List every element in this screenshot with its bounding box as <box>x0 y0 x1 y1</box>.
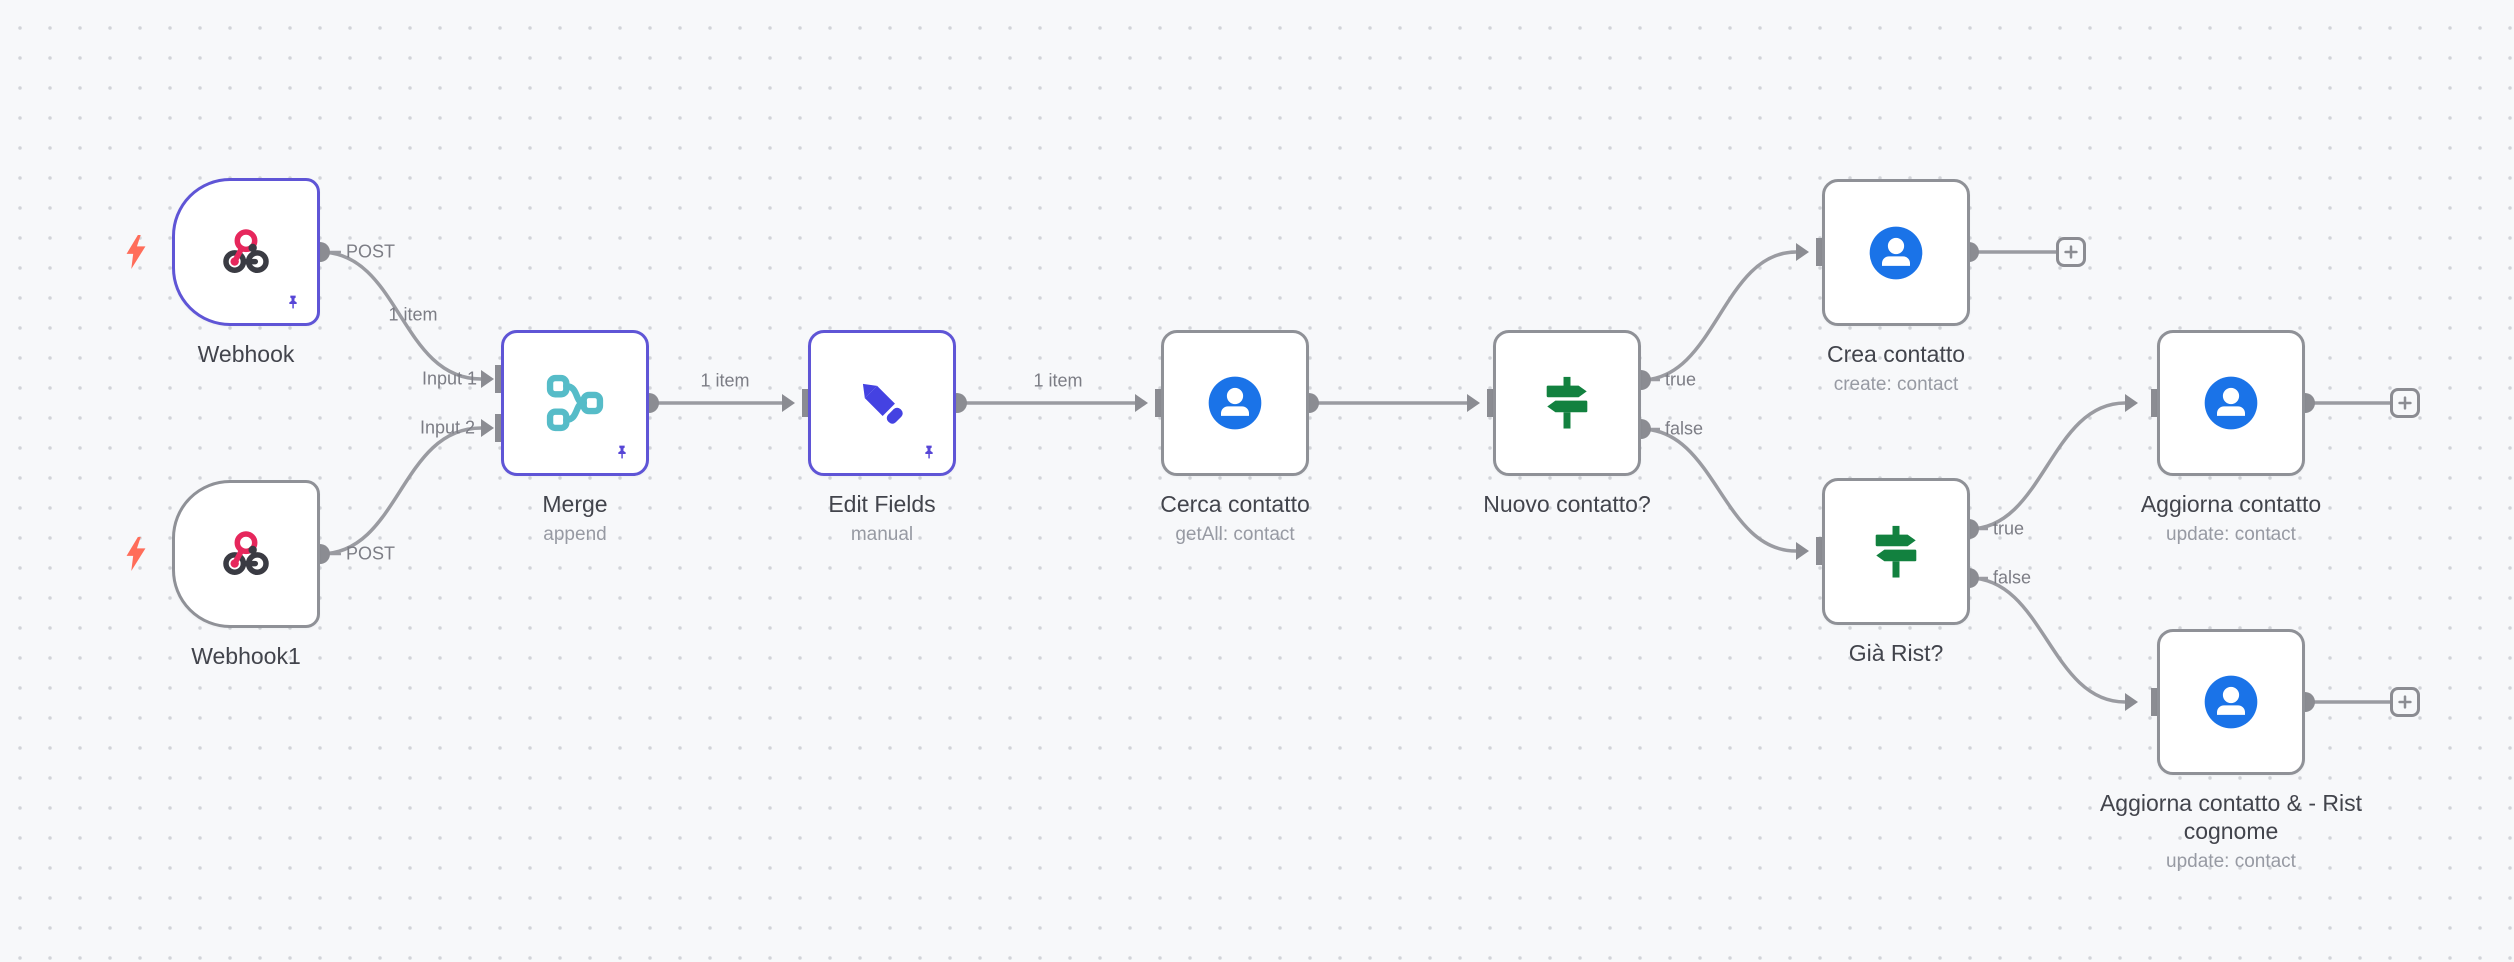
node-aggiorna-contatto[interactable] <box>2157 330 2305 476</box>
node-subtitle-aggiorna: update: contact <box>2166 524 2296 545</box>
node-title-aggiorna: Aggiorna contatto <box>2140 491 2322 517</box>
plus-icon <box>2398 695 2412 709</box>
connection-items-label: 1 item <box>388 304 438 325</box>
plus-icon <box>2064 245 2078 259</box>
node-title-edit-fields: Edit Fields <box>828 491 936 517</box>
output-label-true: true <box>1993 518 2025 539</box>
node-cerca-contatto[interactable] <box>1161 330 1309 476</box>
output-label-false: false <box>1993 567 2032 588</box>
node-gia-rist[interactable] <box>1822 478 1970 625</box>
connection-items-label: 1 item <box>700 370 750 391</box>
node-title-webhook1: Webhook1 <box>191 643 301 669</box>
node-subtitle-cerca: getAll: contact <box>1175 524 1295 545</box>
connection-nuovo-false-giarist[interactable] <box>1640 427 1797 553</box>
node-webhook[interactable] <box>172 178 320 326</box>
node-webhook1[interactable] <box>172 480 320 628</box>
contacts-icon <box>1869 226 1923 279</box>
pencil-icon <box>862 383 903 424</box>
node-title-aggiorna-rist: Aggiorna contatto & - Rist cognome <box>2099 790 2363 844</box>
webhook-icon <box>223 531 269 576</box>
input-label-input2: Input 2 <box>419 417 475 438</box>
pin-icon <box>925 445 933 459</box>
node-aggiorna-rist[interactable] <box>2157 629 2305 775</box>
webhook-icon <box>223 229 269 274</box>
node-title-crea: Crea contatto <box>1826 341 1966 367</box>
connection-items-label: 1 item <box>1033 370 1083 391</box>
node-merge[interactable] <box>501 330 649 476</box>
pin-icon <box>289 295 297 309</box>
connection-nuovo-true-crea[interactable] <box>1640 250 1797 382</box>
output-label-post: POST <box>346 241 396 262</box>
input-connectors <box>481 238 2162 716</box>
node-title-gia-rist: Già Rist? <box>1848 640 1944 666</box>
node-title-webhook: Webhook <box>197 341 295 367</box>
signpost-icon <box>1875 525 1917 578</box>
input-label-input1: Input 1 <box>421 368 477 389</box>
contacts-icon <box>2204 675 2258 729</box>
node-edit-fields[interactable] <box>808 330 956 476</box>
lightning-icon <box>126 537 146 571</box>
node-nuovo-contatto[interactable] <box>1493 330 1641 476</box>
add-node-button[interactable] <box>2390 388 2420 418</box>
node-title-merge: Merge <box>542 491 608 517</box>
add-node-button[interactable] <box>2390 687 2420 717</box>
connection-webhook-merge[interactable] <box>319 250 482 381</box>
contacts-icon <box>1208 376 1262 430</box>
node-subtitle-crea: create: contact <box>1833 374 1959 395</box>
connection-giarist-false-aggiornarist[interactable] <box>1968 576 2126 704</box>
signpost-icon <box>1546 376 1588 429</box>
node-crea-contatto[interactable] <box>1822 179 1970 326</box>
output-label-true: true <box>1665 369 1697 390</box>
node-subtitle-aggiorna-rist: update: contact <box>2166 851 2296 872</box>
label-stubs <box>330 250 1988 580</box>
contacts-icon <box>2204 376 2258 430</box>
node-subtitle-edit-fields: manual <box>850 524 914 545</box>
connection-giarist-true-aggiorna[interactable] <box>1968 401 2126 531</box>
merge-icon <box>546 374 604 432</box>
add-node-button[interactable] <box>2056 237 2086 267</box>
pin-icon <box>618 445 626 459</box>
connection-webhook1-merge[interactable] <box>319 426 482 556</box>
plus-icon <box>2398 396 2412 410</box>
lightning-icon <box>126 235 146 269</box>
node-title-cerca: Cerca contatto <box>1160 491 1310 517</box>
output-label-post: POST <box>346 543 396 564</box>
node-title-nuovo: Nuovo contatto? <box>1483 491 1651 517</box>
node-subtitle-merge: append <box>543 524 607 545</box>
output-label-false: false <box>1665 418 1704 439</box>
